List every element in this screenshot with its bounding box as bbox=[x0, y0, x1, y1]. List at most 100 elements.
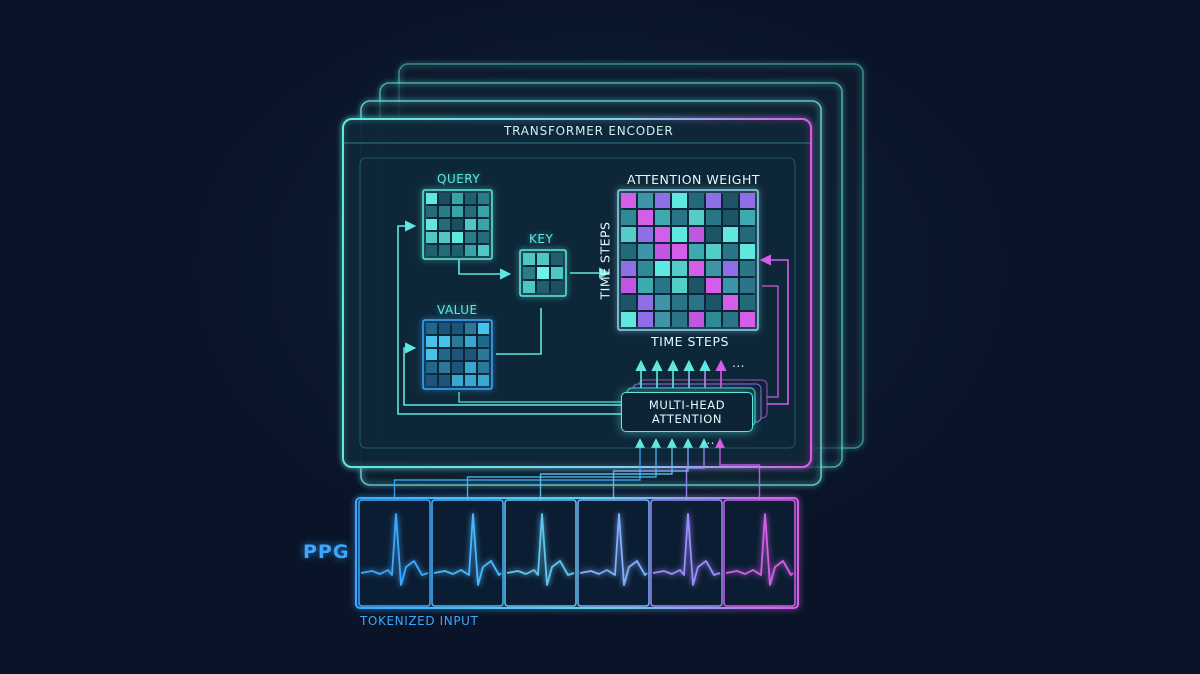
query-cell bbox=[452, 219, 463, 230]
attention-cell bbox=[723, 210, 738, 225]
time-steps-x-label: TIME STEPS bbox=[651, 334, 729, 349]
token-input-line bbox=[715, 438, 761, 500]
value-cell bbox=[478, 375, 489, 386]
attention-cell bbox=[723, 278, 738, 293]
attention-cell bbox=[621, 312, 636, 327]
attention-cell bbox=[723, 261, 738, 276]
attention-frame bbox=[617, 189, 759, 331]
query-cell bbox=[478, 219, 489, 230]
multi-head-attention-block: MULTI-HEAD ATTENTION bbox=[621, 392, 753, 432]
attention-cell bbox=[638, 312, 653, 327]
ppg-waveform bbox=[506, 513, 575, 586]
attention-cell bbox=[689, 210, 704, 225]
query-to-key-arrow bbox=[458, 260, 512, 280]
query-cell bbox=[452, 193, 463, 204]
attention-cell bbox=[638, 227, 653, 242]
attention-cell bbox=[740, 210, 755, 225]
attention-cell bbox=[672, 210, 687, 225]
token-to-mha-lines bbox=[393, 438, 761, 500]
attention-cell bbox=[723, 312, 738, 327]
query-cell bbox=[478, 206, 489, 217]
query-cell bbox=[465, 232, 476, 243]
attention-cell bbox=[740, 261, 755, 276]
attention-cell bbox=[655, 261, 670, 276]
query-cell bbox=[426, 219, 437, 230]
mha-output-arrows bbox=[635, 359, 727, 388]
query-cell bbox=[452, 206, 463, 217]
value-cell bbox=[478, 323, 489, 334]
ellipsis-top: ... bbox=[732, 356, 745, 370]
ppg-waveform bbox=[360, 513, 429, 586]
key-cell bbox=[551, 253, 563, 265]
attention-cell bbox=[706, 227, 721, 242]
value-cell bbox=[465, 362, 476, 373]
query-cell bbox=[439, 232, 450, 243]
query-cell bbox=[478, 245, 489, 256]
ppg-waveform bbox=[433, 513, 502, 586]
token-input-line bbox=[393, 438, 645, 500]
attention-cell bbox=[621, 227, 636, 242]
value-cell bbox=[465, 323, 476, 334]
query-cell bbox=[452, 245, 463, 256]
attention-cell bbox=[672, 193, 687, 208]
attention-cell bbox=[655, 227, 670, 242]
attention-cell bbox=[706, 261, 721, 276]
token-box bbox=[723, 499, 796, 607]
query-label: QUERY bbox=[437, 172, 481, 186]
value-cell bbox=[426, 362, 437, 373]
query-cell bbox=[465, 219, 476, 230]
attention-cell bbox=[706, 193, 721, 208]
attention-cell bbox=[638, 210, 653, 225]
ppg-waveform bbox=[652, 513, 721, 586]
token-box bbox=[358, 499, 431, 607]
attention-cell bbox=[706, 312, 721, 327]
mha-to-value-arrow bbox=[403, 342, 621, 406]
attention-cell bbox=[672, 227, 687, 242]
attention-cell bbox=[621, 210, 636, 225]
attention-cell bbox=[740, 278, 755, 293]
attention-cell bbox=[672, 295, 687, 310]
attention-cell bbox=[655, 295, 670, 310]
attention-cell bbox=[723, 295, 738, 310]
value-cell bbox=[478, 336, 489, 347]
value-frame bbox=[422, 319, 493, 390]
attention-cell bbox=[689, 278, 704, 293]
value-matrix bbox=[422, 319, 493, 390]
value-cell bbox=[452, 375, 463, 386]
attention-cell bbox=[672, 312, 687, 327]
attention-cell bbox=[621, 244, 636, 259]
attention-cell bbox=[740, 244, 755, 259]
attention-cell bbox=[655, 244, 670, 259]
query-cell bbox=[426, 232, 437, 243]
token-input-line bbox=[612, 438, 693, 500]
token-box bbox=[431, 499, 504, 607]
value-cell bbox=[439, 349, 450, 360]
token-box bbox=[504, 499, 577, 607]
query-cell bbox=[439, 193, 450, 204]
attention-cell bbox=[723, 244, 738, 259]
ppg-label: PPG bbox=[303, 541, 350, 563]
token-box bbox=[577, 499, 650, 607]
value-cell bbox=[452, 336, 463, 347]
attention-cell bbox=[740, 295, 755, 310]
key-cell bbox=[551, 267, 563, 279]
value-cell bbox=[465, 349, 476, 360]
attention-cell bbox=[740, 193, 755, 208]
value-cell bbox=[439, 375, 450, 386]
query-cell bbox=[439, 245, 450, 256]
value-cell bbox=[465, 336, 476, 347]
connections bbox=[397, 220, 789, 415]
value-cell bbox=[478, 349, 489, 360]
tokenized-input-strip bbox=[355, 497, 799, 609]
query-cell bbox=[452, 232, 463, 243]
attention-cell bbox=[706, 244, 721, 259]
encoder-title: TRANSFORMER ENCODER bbox=[504, 124, 674, 138]
query-cell bbox=[439, 206, 450, 217]
value-cell bbox=[439, 362, 450, 373]
query-matrix bbox=[422, 189, 493, 260]
attention-cell bbox=[723, 193, 738, 208]
key-cell bbox=[537, 281, 549, 293]
key-frame bbox=[519, 249, 567, 297]
attention-cell bbox=[638, 244, 653, 259]
